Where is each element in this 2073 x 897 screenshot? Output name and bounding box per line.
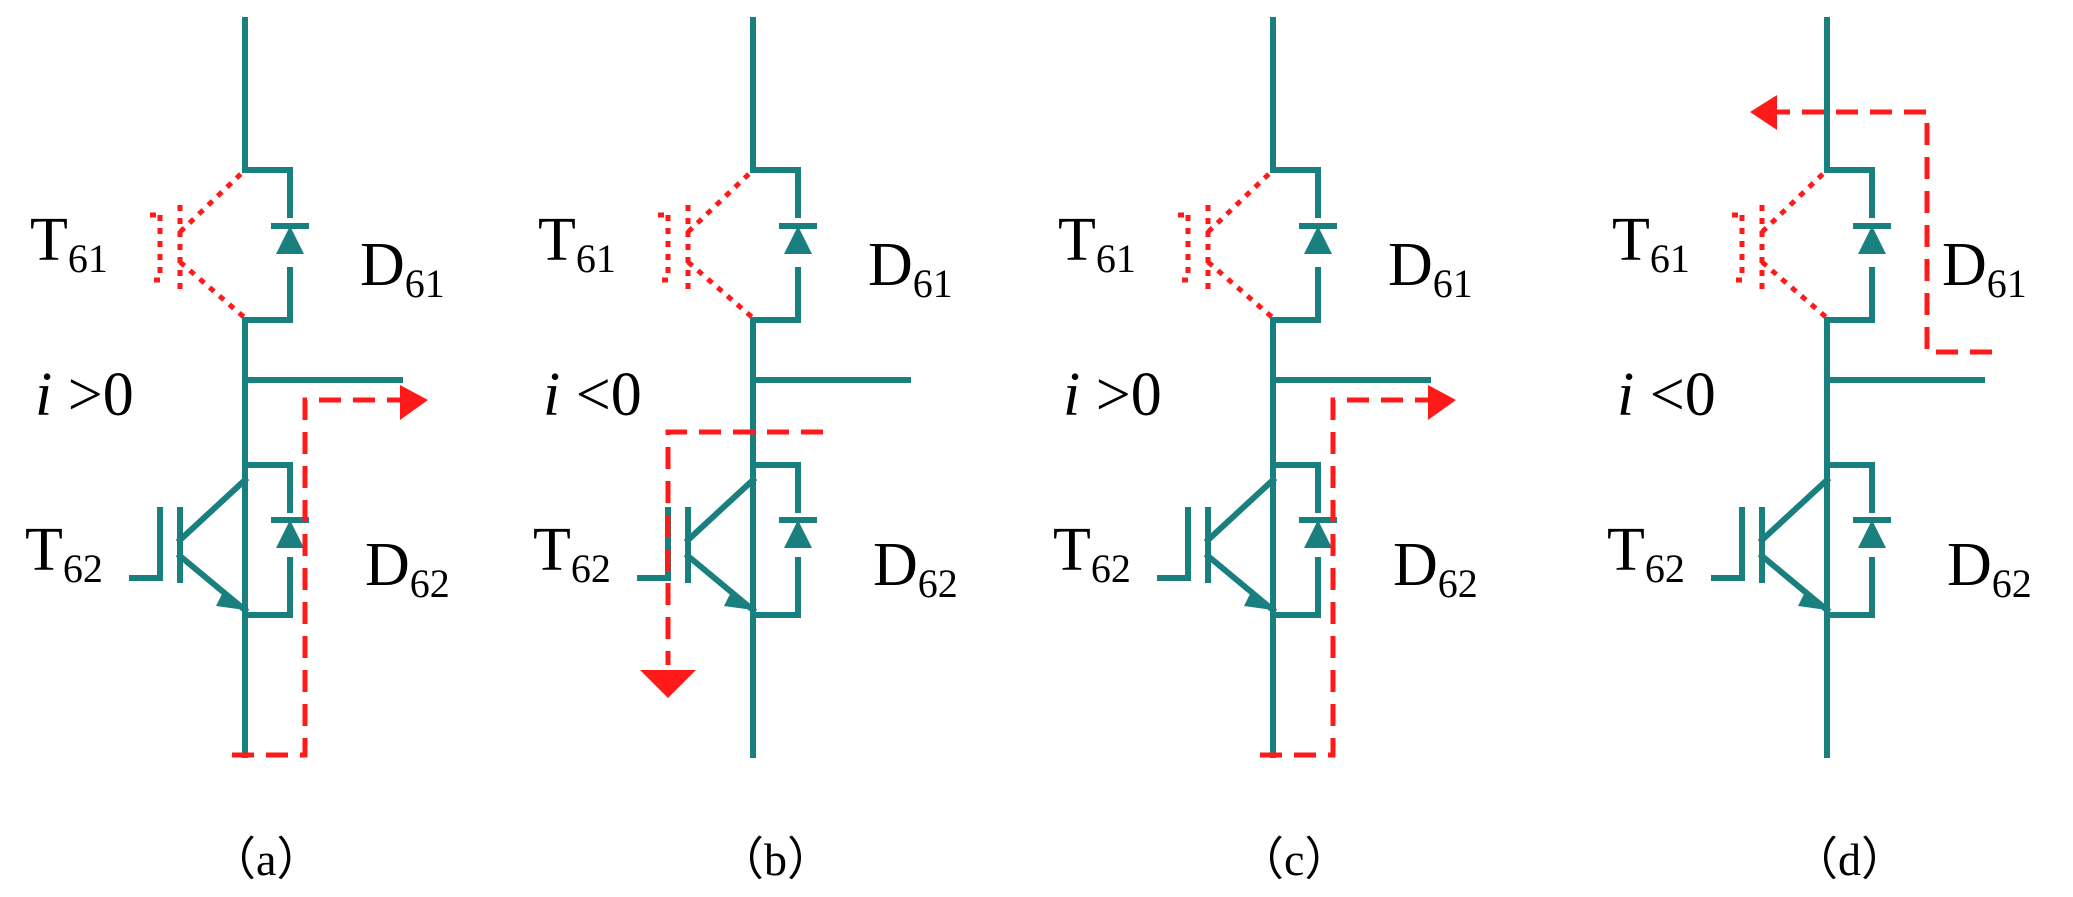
caption-a: （a） bbox=[210, 834, 322, 885]
current-path bbox=[232, 397, 400, 758]
current-condition: i <0 bbox=[1617, 361, 1716, 429]
label-T61: T61 bbox=[1612, 206, 1690, 281]
panel-b: T61 D61 T62 D62 i <0 （b） bbox=[533, 17, 958, 885]
label-T62: T62 bbox=[1607, 516, 1685, 591]
label-D61: D61 bbox=[1388, 231, 1473, 306]
label-T61: T61 bbox=[30, 206, 108, 281]
lower-igbt bbox=[1157, 462, 1337, 758]
label-T62: T62 bbox=[533, 516, 611, 591]
upper-igbt-off bbox=[1730, 17, 1891, 483]
label-D61: D61 bbox=[868, 231, 953, 306]
label-T62: T62 bbox=[25, 516, 103, 591]
upper-igbt-off bbox=[1176, 17, 1337, 483]
label-D62: D62 bbox=[1947, 531, 2032, 606]
panel-d: T61 D61 T62 D62 i <0 （d） bbox=[1607, 17, 2032, 885]
lower-igbt bbox=[637, 462, 817, 758]
current-condition: i >0 bbox=[35, 361, 134, 429]
current-path bbox=[1260, 397, 1428, 758]
lower-igbt bbox=[129, 462, 309, 758]
label-D61: D61 bbox=[1942, 231, 2027, 306]
panel-a: T61 D61 T62 D62 i >0 （a） bbox=[25, 17, 450, 885]
current-path bbox=[1777, 109, 1992, 355]
caption-d: （d） bbox=[1792, 834, 1907, 885]
label-D62: D62 bbox=[1393, 531, 1478, 606]
upper-igbt-off bbox=[656, 17, 817, 483]
caption-c: （c） bbox=[1238, 834, 1350, 885]
upper-igbt-off bbox=[148, 17, 309, 483]
label-T61: T61 bbox=[1058, 206, 1136, 281]
label-D61: D61 bbox=[360, 231, 445, 306]
panel-c: T61 D61 T62 D62 i >0 （c） bbox=[1053, 17, 1478, 885]
label-D62: D62 bbox=[365, 531, 450, 606]
current-path bbox=[665, 429, 823, 665]
current-condition: i <0 bbox=[543, 361, 642, 429]
lower-igbt bbox=[1711, 462, 1891, 758]
label-T62: T62 bbox=[1053, 516, 1131, 591]
current-condition: i >0 bbox=[1063, 361, 1162, 429]
caption-b: （b） bbox=[718, 834, 833, 885]
label-D62: D62 bbox=[873, 531, 958, 606]
label-T61: T61 bbox=[538, 206, 616, 281]
